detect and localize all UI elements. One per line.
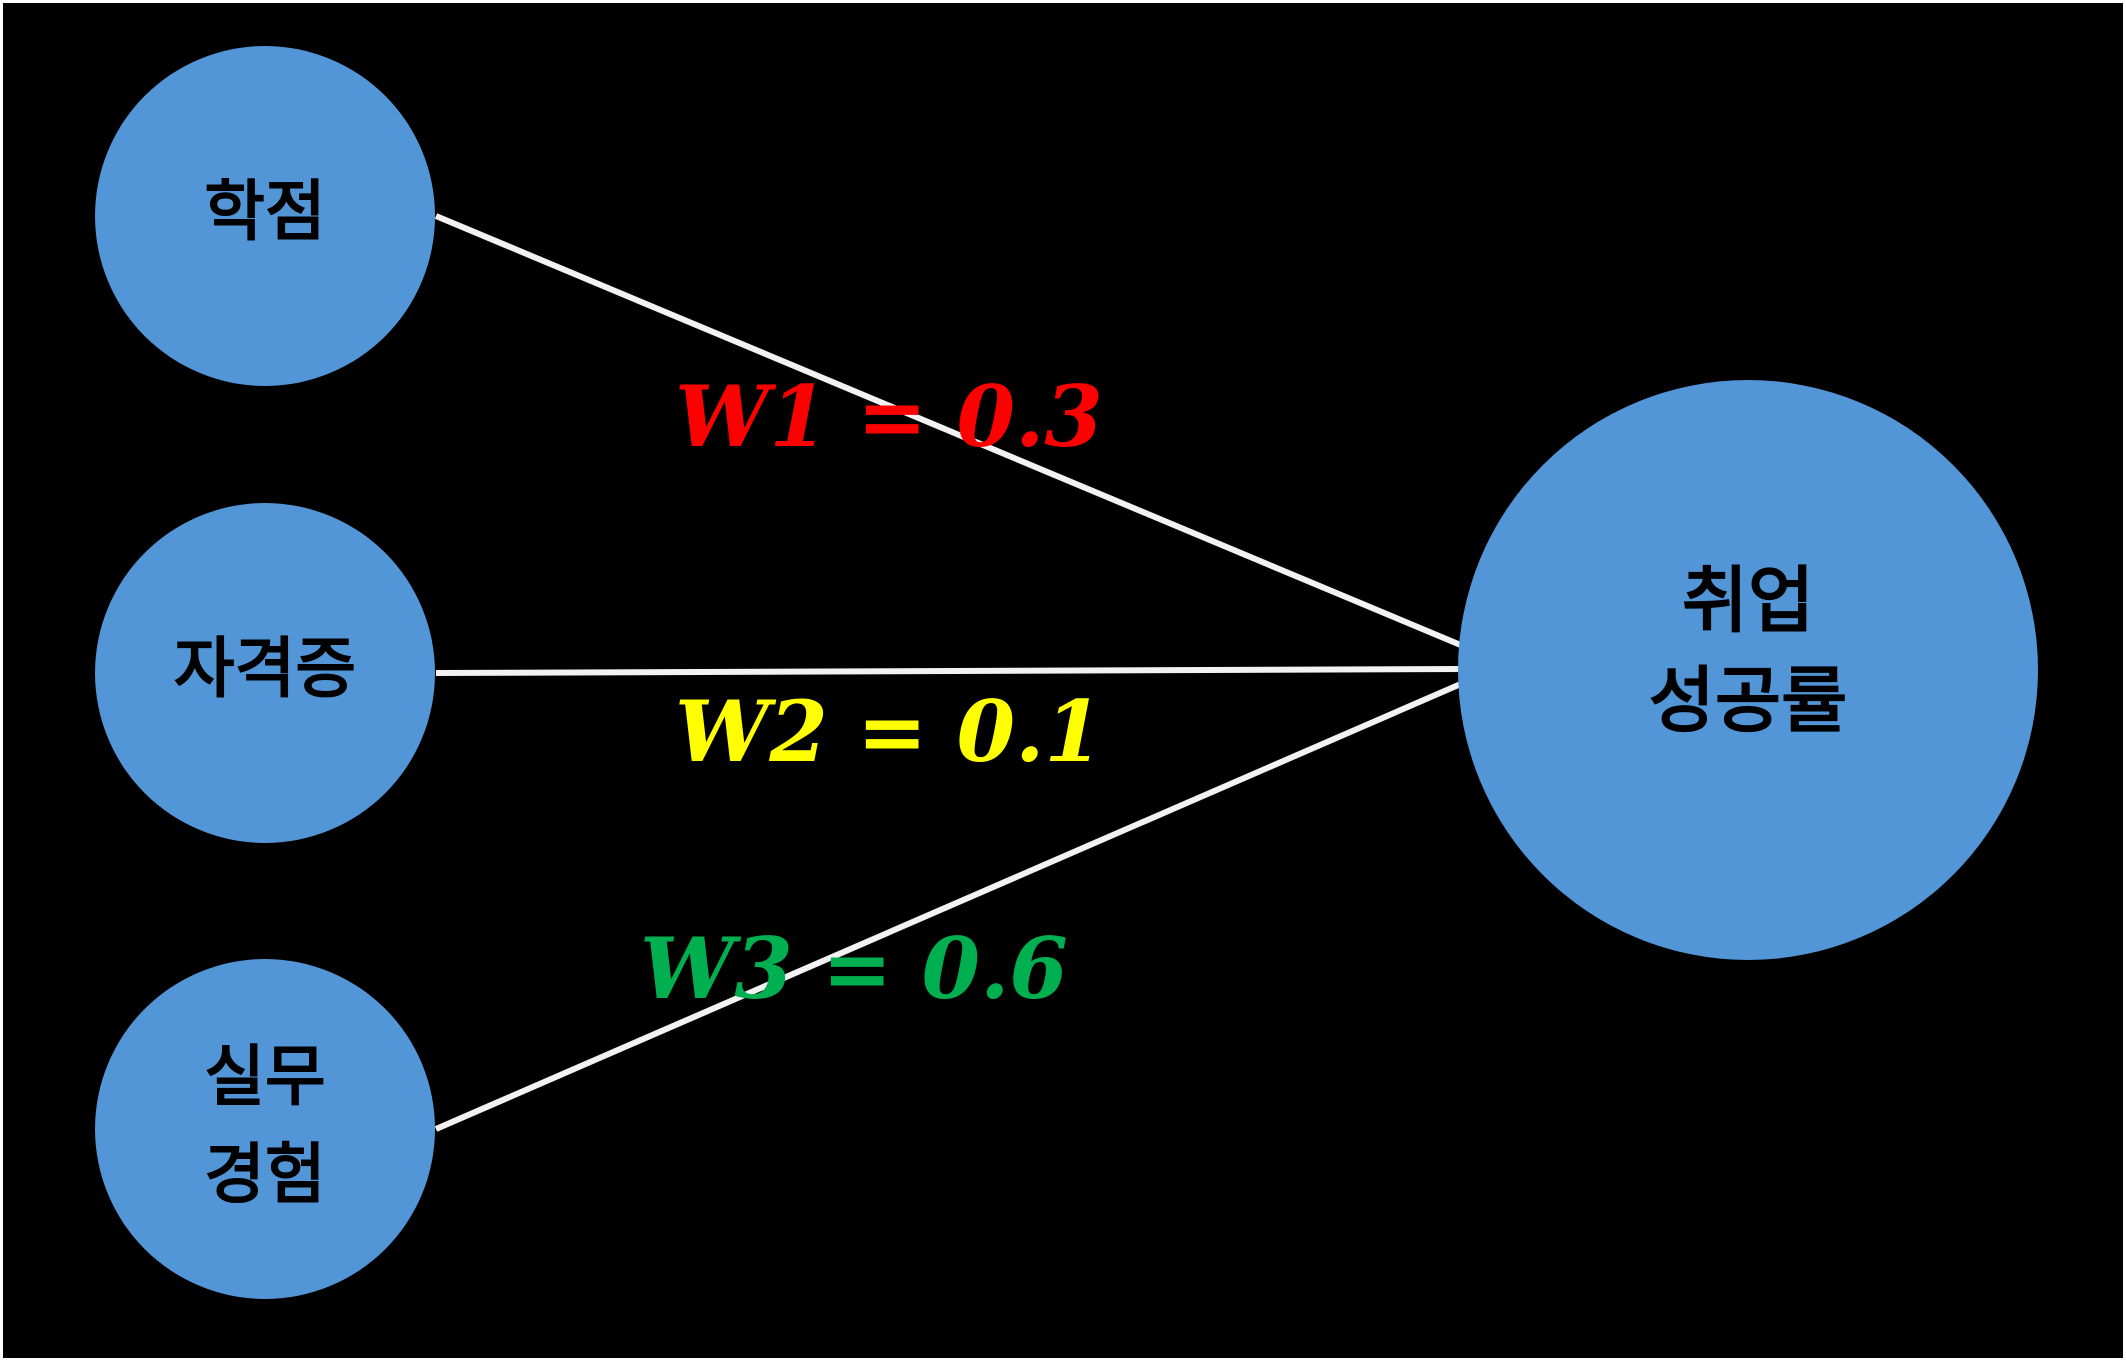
node-label-employment-line2: 성공률 <box>1649 659 1848 743</box>
node-label-experience-line1: 실무 <box>204 1038 325 1115</box>
weight-label-w1: W1 = 0.3 <box>675 367 1103 466</box>
weight-label-w2: W2 = 0.1 <box>675 682 1103 781</box>
weight-label-w3: W3 = 0.6 <box>640 919 1068 1018</box>
input-node-certificate: 자격증 <box>95 503 435 843</box>
node-label-gpa: 학점 <box>204 173 325 250</box>
edge-certificate-to-employment <box>435 666 1464 676</box>
input-node-gpa: 학점 <box>95 46 435 386</box>
neural-network-diagram: 학점 자격증 실무 경험 취업 성공률 W1 = 0.3 W2 = 0.1 W3… <box>95 46 2038 1299</box>
node-label-experience-line2: 경험 <box>204 1136 325 1213</box>
diagram-canvas: 학점 자격증 실무 경험 취업 성공률 W1 = 0.3 W2 = 0.1 W3… <box>3 3 2123 1358</box>
node-label-employment-line1: 취업 <box>1682 559 1814 643</box>
edge-gpa-to-employment <box>434 213 1465 649</box>
node-label-certificate: 자격증 <box>174 630 356 707</box>
edge-experience-to-employment <box>434 680 1465 1132</box>
output-node-employment: 취업 성공률 <box>1458 380 2038 960</box>
input-node-experience: 실무 경험 <box>95 959 435 1299</box>
